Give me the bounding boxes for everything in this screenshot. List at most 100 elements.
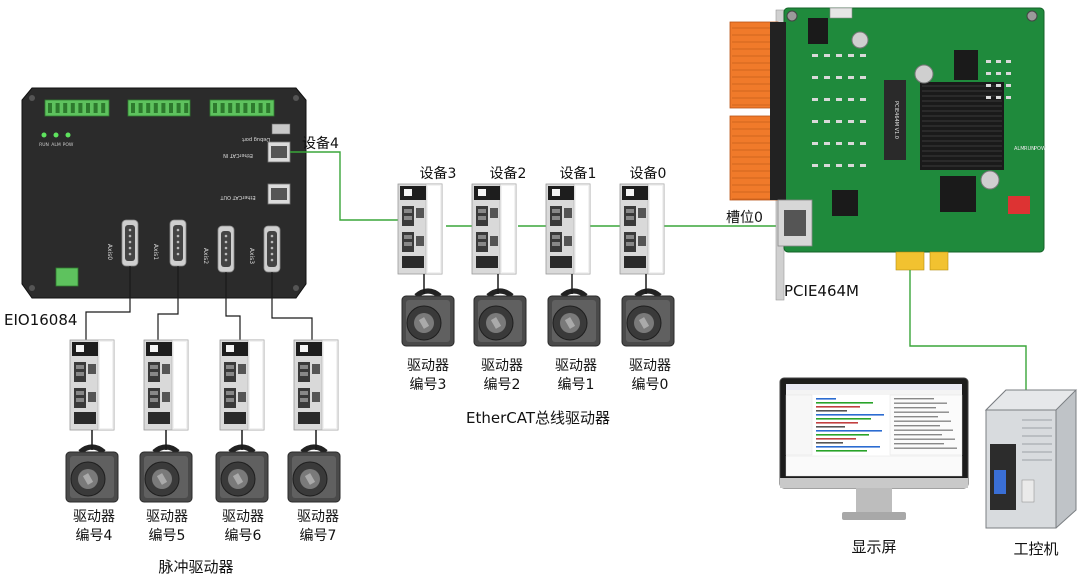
code-line: [816, 426, 845, 428]
terminal-pin: [243, 103, 248, 113]
alm-led: [53, 132, 59, 138]
controller-name-label: EIO16084: [4, 311, 77, 329]
smd-part: [860, 164, 866, 167]
terminal-pin: [101, 103, 106, 113]
pulse-wires: [85, 266, 313, 360]
pulse-drive-6: [216, 339, 268, 502]
terminal-pin: [220, 103, 225, 113]
code-line: [816, 402, 873, 404]
ethercat-drive-0: [619, 183, 674, 346]
property-line: [894, 447, 957, 449]
property-line: [894, 438, 955, 440]
property-line: [894, 420, 951, 422]
run-led: [41, 132, 47, 138]
monitor-neck: [856, 488, 892, 512]
terminal-pin: [235, 103, 240, 113]
ethercat-out-port: [267, 183, 291, 205]
smd-part: [836, 76, 842, 79]
slot-label: 槽位0: [726, 210, 763, 226]
property-line: [894, 402, 947, 404]
code-line: [816, 434, 869, 436]
run-led-label: RUN: [39, 142, 49, 148]
smd-part: [996, 72, 1001, 75]
axis2-label: Axis2: [202, 248, 209, 264]
pulse-drive-7: [288, 339, 340, 502]
smd-part: [824, 142, 830, 145]
pcie-to-ipc-cable: [909, 270, 1027, 390]
property-line: [894, 398, 934, 400]
terminal-pin: [258, 103, 263, 113]
smd-part: [848, 76, 854, 79]
property-line: [894, 425, 940, 427]
device0-label: 设备0: [630, 165, 667, 182]
pulse-drive-6-label-line2: 编号6: [225, 528, 262, 544]
code-line: [816, 410, 847, 412]
smd-part: [824, 76, 830, 79]
terminal-pin: [146, 103, 151, 113]
chip-4: [808, 18, 828, 44]
gold-fingers-b: [929, 251, 949, 271]
smd-part: [996, 96, 1001, 99]
smd-part: [848, 54, 854, 57]
axis0-label: Axis0: [106, 244, 113, 260]
pulse-drive-5: [140, 339, 192, 502]
code-line: [816, 442, 843, 444]
property-line: [894, 407, 936, 409]
ethercat-drive-3-label-line1: 驱动器: [407, 358, 449, 374]
ethercat-drive-1: [545, 183, 600, 346]
smd-part: [996, 60, 1001, 63]
smd-part: [812, 54, 818, 57]
card-led-alm-label: ALM: [1014, 146, 1025, 152]
smd-part: [812, 76, 818, 79]
pulse-wire-7: [271, 272, 313, 360]
ethercat-motor-cables: [423, 274, 647, 294]
terminal-pin: [78, 103, 83, 113]
code-line: [816, 438, 856, 440]
pulse-caption: 脉冲驱动器: [158, 558, 233, 576]
pulse-drive-4-label-line2: 编号4: [76, 528, 113, 544]
property-line: [894, 443, 944, 445]
ethercat-out-label: EtherCAT OUT: [219, 194, 255, 200]
pulse-wire-5: [157, 266, 179, 360]
industrial-pc: [984, 389, 1078, 529]
axis1-connector: [169, 219, 187, 267]
pulse-drive-5-label-line1: 驱动器: [146, 509, 188, 525]
monitor: [779, 377, 969, 520]
ethercat-drive-1-label-line1: 驱动器: [555, 358, 597, 374]
ethercat-in-label: EtherCAT IN: [223, 152, 253, 158]
pulse-drive-7-label-line2: 编号7: [300, 528, 337, 544]
smd-part: [996, 84, 1001, 87]
ethercat-drive-2-label-line1: 驱动器: [481, 358, 523, 374]
pulse-wire-4: [85, 266, 131, 360]
terminal-pin: [55, 103, 60, 113]
smd-part: [860, 98, 866, 101]
terminal-pin: [161, 103, 166, 113]
smd-part: [836, 98, 842, 101]
code-line: [816, 450, 867, 452]
smd-part: [836, 142, 842, 145]
capacitor-3: [851, 31, 869, 49]
chip-1: [832, 190, 858, 216]
smd-part: [848, 164, 854, 167]
terminal-block-1: [44, 99, 110, 117]
monitor-chin: [780, 478, 968, 488]
pcb-board: [783, 7, 1045, 253]
smd-part: [812, 142, 818, 145]
pulse-drive-4: [66, 339, 118, 502]
code-line: [816, 430, 882, 432]
property-line: [894, 416, 938, 418]
connector-housing: [770, 22, 786, 200]
property-line: [894, 429, 953, 431]
smd-part: [812, 98, 818, 101]
smd-part: [836, 164, 842, 167]
ethercat-caption: EtherCAT总线驱动器: [466, 409, 610, 427]
axis2-connector: [217, 225, 235, 273]
code-line: [816, 414, 884, 416]
code-line: [816, 422, 858, 424]
terminal-pin: [266, 103, 271, 113]
smd-part: [986, 60, 991, 63]
smd-part: [812, 120, 818, 123]
fan-header: [829, 7, 853, 19]
chip-2: [940, 176, 976, 212]
board-model-text: PCIE464M V1.0: [893, 101, 899, 139]
